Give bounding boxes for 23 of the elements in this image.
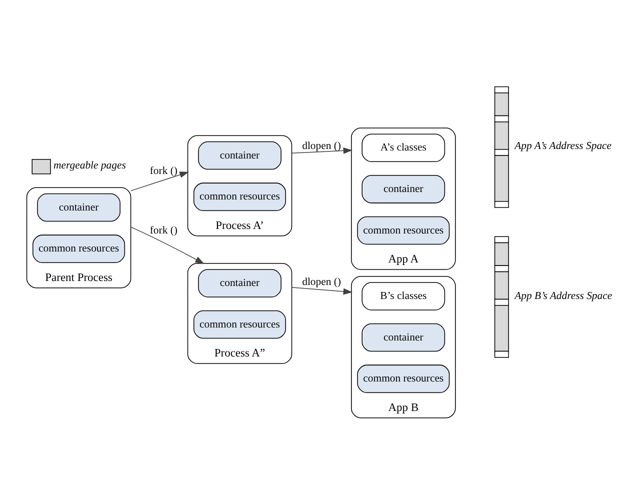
- arrow: [130, 226, 204, 264]
- node-box: A’s classes: [362, 133, 446, 162]
- node-box: common resources: [357, 216, 450, 244]
- node-label: App B’s Address Space: [514, 290, 612, 302]
- node-box: common resources: [357, 364, 450, 392]
- node-label: App A’s Address Space: [514, 140, 612, 152]
- edge-label: dlopen (): [302, 139, 342, 152]
- arrow: [291, 146, 353, 154]
- node-box: common resources: [193, 182, 286, 210]
- node-box: common resources: [193, 310, 286, 338]
- node-box: container: [362, 174, 446, 203]
- node-box: container: [362, 322, 446, 352]
- arrow: [130, 171, 189, 191]
- node-box: common resources: [32, 234, 126, 262]
- node-box: container: [198, 268, 282, 297]
- node-box: container: [37, 192, 120, 222]
- edge-label: fork (): [150, 164, 178, 177]
- node-box: B’s classes: [362, 282, 446, 310]
- arrow: [291, 286, 353, 294]
- edge-label: dlopen (): [302, 275, 342, 288]
- edge-label: fork (): [150, 224, 178, 236]
- node-box: container: [198, 140, 282, 170]
- legend-label: mergeable pages: [54, 159, 126, 172]
